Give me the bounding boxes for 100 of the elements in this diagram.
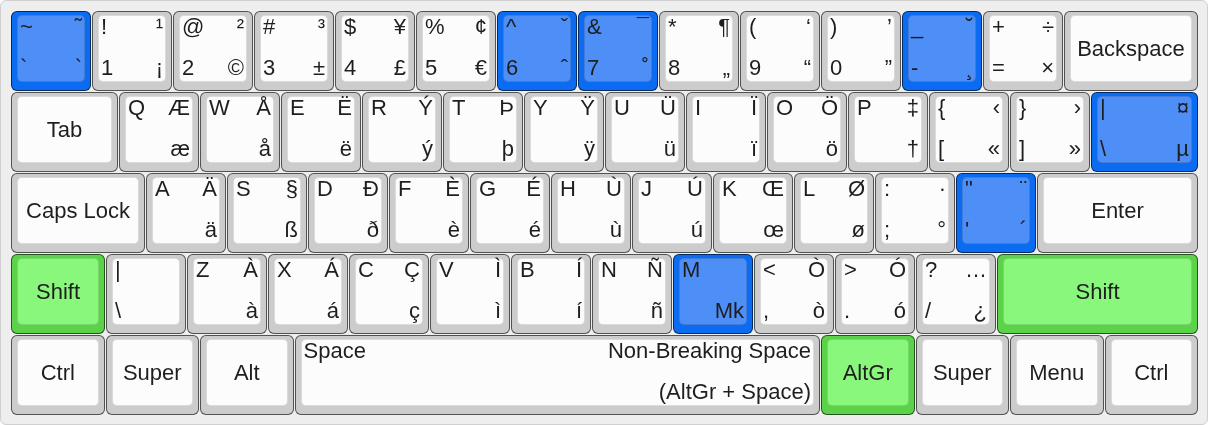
key-legend: , <box>763 298 770 324</box>
key-legend: ] <box>1019 136 1026 162</box>
key-legend: \ <box>115 298 122 324</box>
key-legend: § <box>285 176 298 202</box>
keycap <box>200 92 280 172</box>
keycap <box>848 92 928 172</box>
key-legend: 8 <box>668 55 681 81</box>
key-legend: * <box>668 14 677 40</box>
keycap <box>929 92 1009 172</box>
key-legend: A <box>155 176 170 202</box>
key-legend: U <box>614 95 630 121</box>
keycap <box>416 11 496 91</box>
key-legend: R <box>371 95 387 121</box>
key-legend: ¶ <box>718 14 730 40</box>
key-legend: ä <box>204 217 217 243</box>
key-legend: / <box>925 298 932 324</box>
key-legend: ø <box>851 217 865 243</box>
key-legend: D <box>317 176 333 202</box>
key-legend: Ctrl <box>1134 359 1169 386</box>
key-legend: ¡ <box>155 55 163 81</box>
key-legend: å <box>258 136 271 162</box>
keycap <box>916 254 996 334</box>
key-legend: ´ <box>1019 217 1027 243</box>
keycap <box>430 254 510 334</box>
key-legend: ¢ <box>474 14 487 40</box>
key-legend: Non-Breaking Space <box>608 338 811 364</box>
key-legend: à <box>245 298 258 324</box>
key-legend: Tab <box>46 116 83 143</box>
key-legend: Ì <box>494 257 501 283</box>
key-legend: P <box>857 95 872 121</box>
key-legend: V <box>439 257 454 283</box>
key-legend: ˇ <box>560 14 568 40</box>
key-legend: Mk <box>714 298 744 324</box>
keycap <box>578 11 658 91</box>
key-legend: “ <box>803 55 811 81</box>
key-legend: % <box>425 14 445 40</box>
keycap <box>1010 92 1090 172</box>
key-legend: á <box>326 298 339 324</box>
key-legend: © <box>227 55 244 81</box>
key-legend: AltGr <box>842 359 893 386</box>
keycap <box>349 254 429 334</box>
keycap <box>794 173 874 253</box>
key-legend: Ö <box>820 95 838 121</box>
key-legend: ¯ <box>636 14 649 40</box>
keycap <box>389 173 469 253</box>
key-legend: É <box>526 176 541 202</box>
key-legend: † <box>906 136 919 162</box>
key-legend: Ü <box>660 95 676 121</box>
key-legend: Æ <box>168 95 190 121</box>
key-legend: Ç <box>404 257 420 283</box>
key-legend: ± <box>312 55 325 81</box>
key-legend: € <box>474 55 487 81</box>
key-legend: ' <box>965 217 970 243</box>
key-legend: È <box>445 176 460 202</box>
key-legend: ì <box>494 298 501 324</box>
key-legend: Á <box>324 257 339 283</box>
key-legend: £ <box>393 55 406 81</box>
key-legend: J <box>641 176 652 202</box>
keycap <box>821 335 915 415</box>
key-legend: ^ <box>506 14 517 40</box>
key-legend: & <box>587 14 602 40</box>
key-legend: C <box>358 257 374 283</box>
key-legend: · <box>938 176 946 202</box>
keycap <box>983 11 1063 91</box>
key-legend: Ctrl <box>40 359 75 386</box>
key-legend: À <box>243 257 258 283</box>
key-legend: › <box>1073 95 1081 121</box>
key-legend: ‹ <box>992 95 1000 121</box>
key-legend: ! <box>101 14 108 40</box>
keycap <box>524 92 604 172</box>
key-legend: ö <box>825 136 838 162</box>
key-legend: ú <box>690 217 703 243</box>
keycap <box>173 11 253 91</box>
key-legend: 7 <box>587 55 600 81</box>
key-legend: Ó <box>888 257 906 283</box>
key-legend: F <box>398 176 412 202</box>
key-legend: „ <box>722 55 730 81</box>
key-legend: : <box>884 176 891 202</box>
key-legend: 3 <box>263 55 276 81</box>
key-legend: Œ <box>762 176 784 202</box>
key-legend: é <box>528 217 541 243</box>
key-legend: … <box>965 257 987 283</box>
key-legend: Q <box>128 95 146 121</box>
keycap <box>1010 335 1104 415</box>
key-legend: ¨ <box>1019 176 1027 202</box>
key-legend: Ý <box>418 95 433 121</box>
key-legend: Menu <box>1029 359 1085 386</box>
keycap <box>821 11 901 91</box>
key-legend: Z <box>196 257 210 283</box>
key-legend: } <box>1019 95 1027 121</box>
keycap <box>106 254 186 334</box>
key-legend: . <box>844 298 851 324</box>
key-legend: | <box>115 257 121 283</box>
key-legend: ˘ <box>965 14 973 40</box>
key-legend: Super <box>932 359 992 386</box>
key-legend: ¥ <box>393 14 406 40</box>
key-legend: Y <box>533 95 548 121</box>
key-legend: ò <box>812 298 825 324</box>
key-legend: Caps Lock <box>26 197 130 224</box>
key-legend: Super <box>122 359 182 386</box>
